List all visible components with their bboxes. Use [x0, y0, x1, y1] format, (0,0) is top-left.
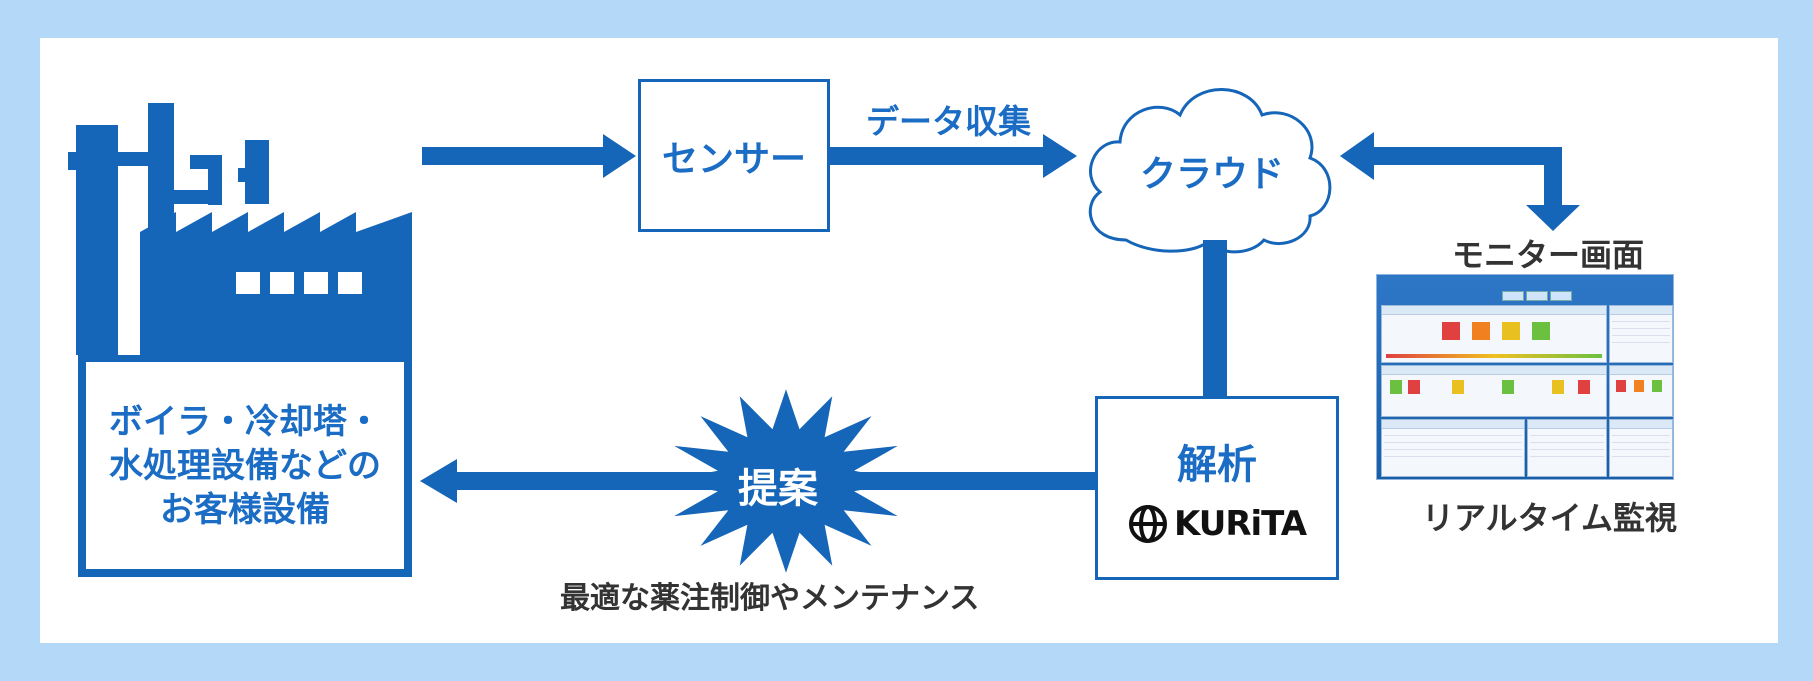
- customer-line-3: お客様設備: [160, 489, 330, 530]
- cloud-label: クラウド: [1140, 154, 1285, 195]
- analysis-label: 解析: [1177, 442, 1257, 488]
- analysis-box: 解析 KURiTA: [1095, 396, 1339, 580]
- starburst-icon: [665, 389, 907, 573]
- link-cloud-analysis: [1203, 240, 1227, 398]
- arrow-to-sensor: [422, 134, 636, 178]
- data-collection-label: データ収集: [866, 102, 1031, 141]
- kurita-logo-text: KURiTA: [1173, 504, 1307, 544]
- monitor-panel-alarm: [1381, 419, 1525, 477]
- customer-box: ボイラ・冷却塔・ 水処理設備などの お客様設備: [86, 362, 404, 569]
- factory-icon: [68, 103, 412, 355]
- factory-windows: [236, 272, 362, 294]
- monitor-screen: [1376, 274, 1674, 480]
- monitor-panel-detail: [1381, 365, 1607, 417]
- monitor-panel-status: [1381, 305, 1607, 363]
- sensor-label: センサー: [661, 138, 806, 180]
- sensor-box: センサー: [638, 79, 830, 232]
- monitor-panel-history: [1609, 419, 1673, 477]
- proposal-caption: 最適な薬注制御やメンテナンス: [560, 581, 980, 616]
- kurita-logo: KURiTA: [1128, 504, 1307, 544]
- customer-line-2: 水処理設備などの: [109, 445, 381, 486]
- proposal-label: 提案: [738, 466, 818, 512]
- monitor-panel-list: [1527, 419, 1607, 477]
- monitor-title: モニター画面: [1452, 236, 1645, 274]
- customer-line-1: ボイラ・冷却塔・: [109, 401, 381, 442]
- monitor-panel-log: [1609, 305, 1673, 363]
- monitor-caption: リアルタイム監視: [1422, 499, 1678, 537]
- arrow-to-cloud: [830, 134, 1077, 178]
- arrow-cloud-monitor: [1340, 132, 1580, 231]
- monitor-panel-counts: [1609, 365, 1673, 417]
- kurita-logo-icon: [1128, 505, 1167, 543]
- monitor-tabs: [1502, 291, 1572, 301]
- cloud-icon: [1088, 88, 1332, 254]
